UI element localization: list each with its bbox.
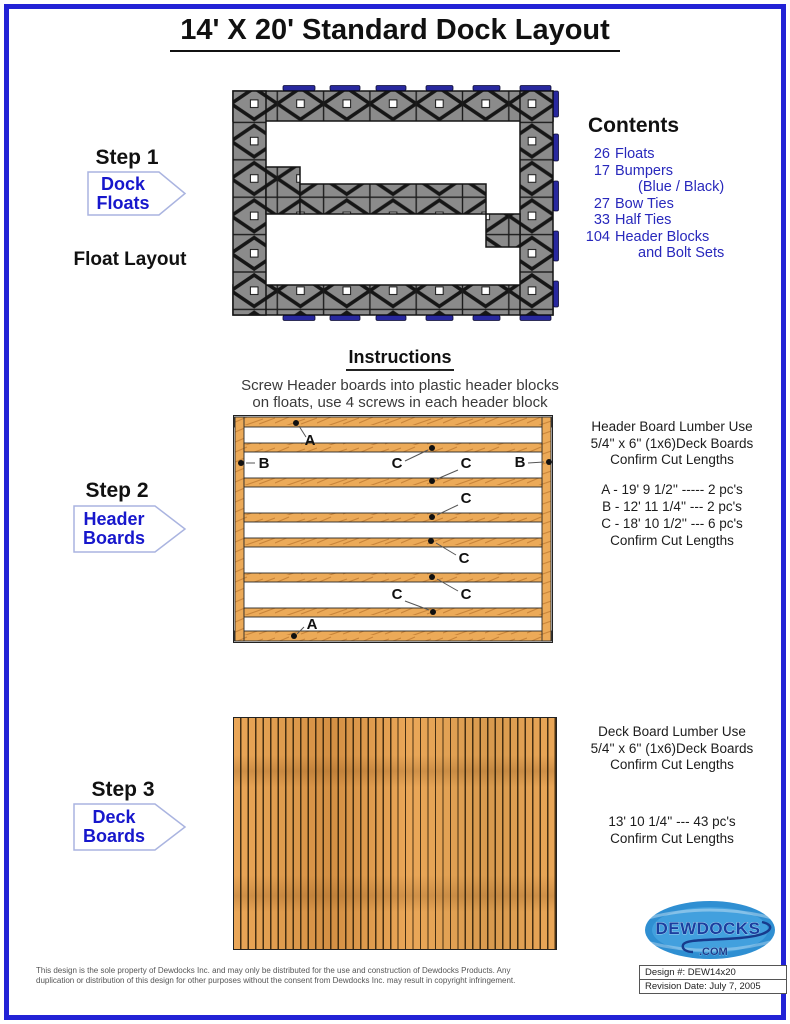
callout-arrow-shape [73, 803, 187, 851]
contents-heading: Contents [588, 114, 679, 137]
text-line: Confirm Cut Lengths [610, 452, 734, 467]
page-title: 14' X 20' Standard Dock Layout [0, 14, 790, 52]
contents-list: 26 Floats 17 Bumpers(Blue / Black) 27 Bow Tie… [574, 146, 786, 262]
step2-label: Step 2 [85, 479, 149, 502]
contents-item-name: Bumpers [615, 162, 674, 179]
design-info-box: Design #: DEW14x20 Revision Date: July 7… [639, 965, 787, 994]
svg-text:C: C [459, 550, 470, 567]
contents-item-qty [574, 245, 610, 262]
contents-item-qty: 17 [593, 162, 610, 179]
dewdocks-logo: DEWDOCKS .COM [645, 901, 775, 959]
contents-item: 26 Floats [574, 146, 786, 163]
boards [234, 416, 552, 642]
step3-label: Step 3 [91, 778, 155, 801]
svg-text:C: C [392, 586, 403, 603]
deck-boards-diagram [233, 717, 557, 950]
contents-item-qty [574, 179, 610, 196]
board-callout-labels: A B C C B C C C C A [259, 432, 526, 633]
text-line: on floats, use 4 screws in each header b… [252, 394, 548, 411]
text-line: C - 18' 10 1/2'' --- 6 pc's [601, 516, 743, 531]
text-line: 5/4'' x 6'' (1x6)Deck Boards [590, 740, 754, 756]
contents-item-name: and Bolt Sets [638, 245, 725, 261]
text-line: Deck Board Lumber Use [598, 724, 746, 739]
contents-item: 104 Header Blocks [574, 229, 786, 246]
design-number: Design #: DEW14x20 [640, 966, 786, 980]
svg-text:B: B [515, 454, 526, 471]
text-line: B - 12' 11 1/4'' --- 2 pc's [602, 499, 742, 514]
bumpers [282, 85, 559, 321]
contents-item: (Blue / Black) [574, 179, 786, 196]
text-line: Confirm Cut Lengths [610, 830, 734, 846]
step2-callout: Header Boards [73, 505, 187, 553]
logo-text: DEWDOCKS [655, 919, 760, 938]
contents-item-name: (Blue / Black) [638, 179, 725, 195]
step1-callout: Dock Floats [87, 171, 187, 216]
instructions-heading: Instructions [346, 347, 454, 371]
svg-text:C: C [461, 455, 472, 472]
header-boards-diagram: A B C C B C C C C A [233, 415, 553, 643]
step1-callout-text: Dock Floats [96, 173, 150, 213]
logo-swoosh [681, 920, 772, 954]
instructions-lines: Screw Header boards into plastic header … [145, 377, 655, 411]
contents-item-name: Header Blocks [615, 228, 710, 245]
contents-item-name: Floats [615, 146, 655, 162]
text-line: Header Board Lumber Use [591, 419, 753, 434]
step1-label: Step 1 [95, 146, 159, 169]
svg-text:A: A [307, 616, 318, 633]
contents-item: 27 Bow Ties [574, 196, 786, 213]
contents-panel: Contents 26 Floats 17 Bumpers(Blue / Black)… [574, 114, 786, 262]
header-cut-list: A - 19' 9 1/2'' ----- 2 pc's B - 12' 11 1… [556, 481, 788, 549]
contents-item-name: Half Ties [615, 212, 672, 228]
step3-callout-text: Deck Boards [83, 807, 146, 846]
svg-text:C: C [461, 490, 472, 507]
contents-item: 17 Bumpers [574, 163, 786, 180]
revision-date: Revision Date: July 7, 2005 [645, 981, 761, 992]
callout-arrow-shape [73, 505, 187, 553]
callout-arrow-shape [87, 171, 187, 216]
text-line: 5/4'' x 6'' (1x6)Deck Boards [590, 435, 754, 451]
contents-item-name: Bow Ties [615, 195, 674, 212]
instructions-block: Instructions Screw Header boards into pl… [145, 347, 655, 411]
contents-item-qty: 27 [593, 195, 610, 212]
float-blocks [232, 90, 554, 316]
text-line: Confirm Cut Lengths [610, 757, 734, 772]
svg-text:C: C [392, 455, 403, 472]
contents-item: and Bolt Sets [574, 245, 786, 262]
text-line: Screw Header boards into plastic header … [241, 377, 559, 394]
text-line: Confirm Cut Lengths [610, 533, 734, 548]
logo-subtext: .COM [699, 946, 728, 958]
step2-callout-text: Header Boards [83, 509, 146, 548]
board-callout-dots [238, 420, 552, 639]
svg-text:C: C [461, 586, 472, 603]
contents-item-qty: 26 [593, 146, 610, 162]
svg-text:A: A [305, 432, 316, 449]
svg-text:B: B [259, 455, 270, 472]
contents-item-qty: 104 [585, 228, 610, 245]
step3-callout: Deck Boards [73, 803, 187, 851]
float-layout-caption: Float Layout [73, 249, 187, 270]
contents-item: 33 Half Ties [574, 212, 786, 229]
text-line: A - 19' 9 1/2'' ----- 2 pc's [601, 482, 743, 497]
float-layout-diagram [232, 85, 559, 321]
contents-item-qty: 33 [593, 212, 610, 228]
board-callout-leaders [246, 425, 545, 635]
copyright-disclaimer: This design is the sole property of Dewd… [36, 966, 516, 985]
text-line: 13' 10 1/4'' --- 43 pc's [608, 814, 736, 829]
